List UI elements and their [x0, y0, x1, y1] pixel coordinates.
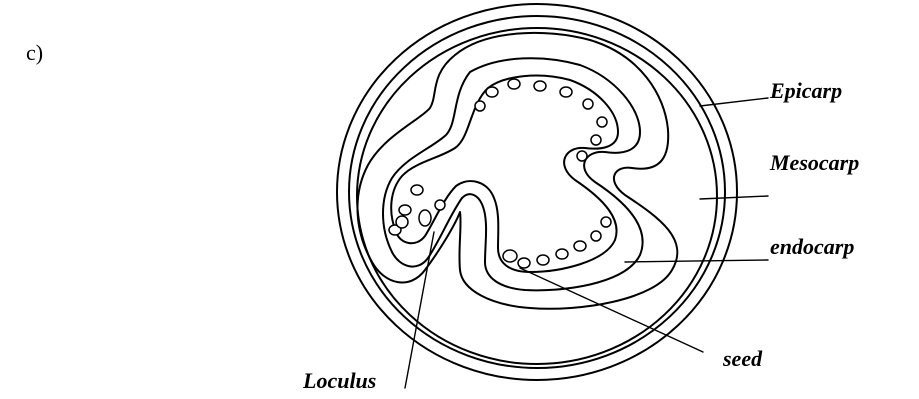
- loculus-pointer: [405, 232, 434, 388]
- seed-mark: [556, 249, 568, 259]
- seed-mark: [574, 241, 586, 251]
- seed-mark: [399, 205, 411, 215]
- epicarp-inner-ring: [349, 16, 725, 368]
- question-label: c): [26, 40, 43, 66]
- seed-mark: [534, 81, 546, 91]
- seed-mark: [508, 79, 520, 89]
- seed-mark: [486, 87, 498, 97]
- mesocarp-ring: [357, 28, 717, 364]
- seed-mark: [518, 258, 530, 268]
- seed-mark: [435, 200, 445, 210]
- epicarp-outer-ring: [337, 4, 737, 380]
- seed-mark: [475, 101, 485, 111]
- mesocarp-label: Mesocarp: [769, 150, 859, 175]
- seed-mark: [601, 217, 611, 227]
- endocarp-label: endocarp: [770, 234, 854, 259]
- seed-mark: [591, 231, 601, 241]
- seed-mark: [583, 99, 593, 109]
- seed-mark: [411, 185, 423, 195]
- seed-mark: [396, 216, 408, 228]
- seed-mark: [537, 255, 549, 265]
- seed-mark: [419, 210, 431, 226]
- epicarp-label: Epicarp: [769, 78, 842, 103]
- seed-mark: [503, 250, 517, 262]
- seed-mark: [560, 87, 572, 97]
- seed-mark: [577, 151, 587, 161]
- endocarp-pointer: [625, 260, 768, 262]
- seed-mark: [591, 135, 601, 145]
- seed-mark: [597, 117, 607, 127]
- seed-label: seed: [722, 346, 763, 371]
- loculus-label: Loculus: [302, 368, 376, 393]
- mesocarp-pointer: [700, 196, 768, 199]
